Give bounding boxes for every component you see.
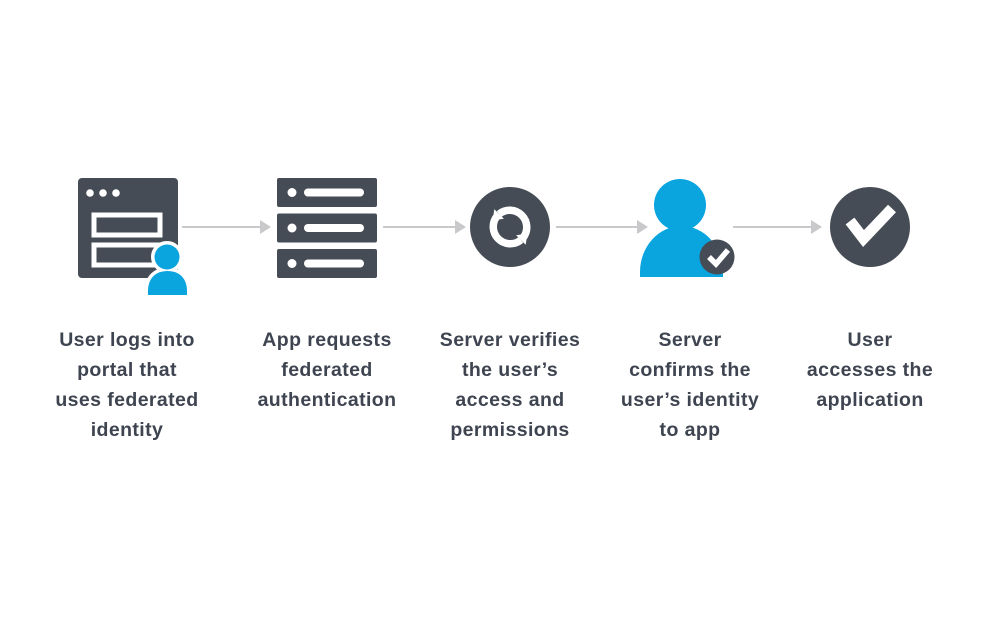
caption-user-access: User accesses the application [806,329,934,411]
sync-icon [470,187,550,267]
browser-user-icon [78,178,191,299]
caption-server-verify: Server verifies the user’s access and pe… [439,329,581,441]
caption-server-confirm: Server confirms the user’s identity to a… [620,329,760,441]
check-badge-icon [699,239,735,275]
flow-arrow-2 [383,220,466,234]
user-check-icon [640,179,735,277]
check-circle-icon [830,187,910,267]
flow-arrow-4 [733,220,822,234]
server-stack-icon [277,178,377,278]
caption-login-portal: User logs into portal that uses federate… [55,329,199,441]
caption-app-request: App requests federated authentication [257,329,397,411]
flow-arrow-3 [556,220,648,234]
flow-arrow-1 [182,220,271,234]
